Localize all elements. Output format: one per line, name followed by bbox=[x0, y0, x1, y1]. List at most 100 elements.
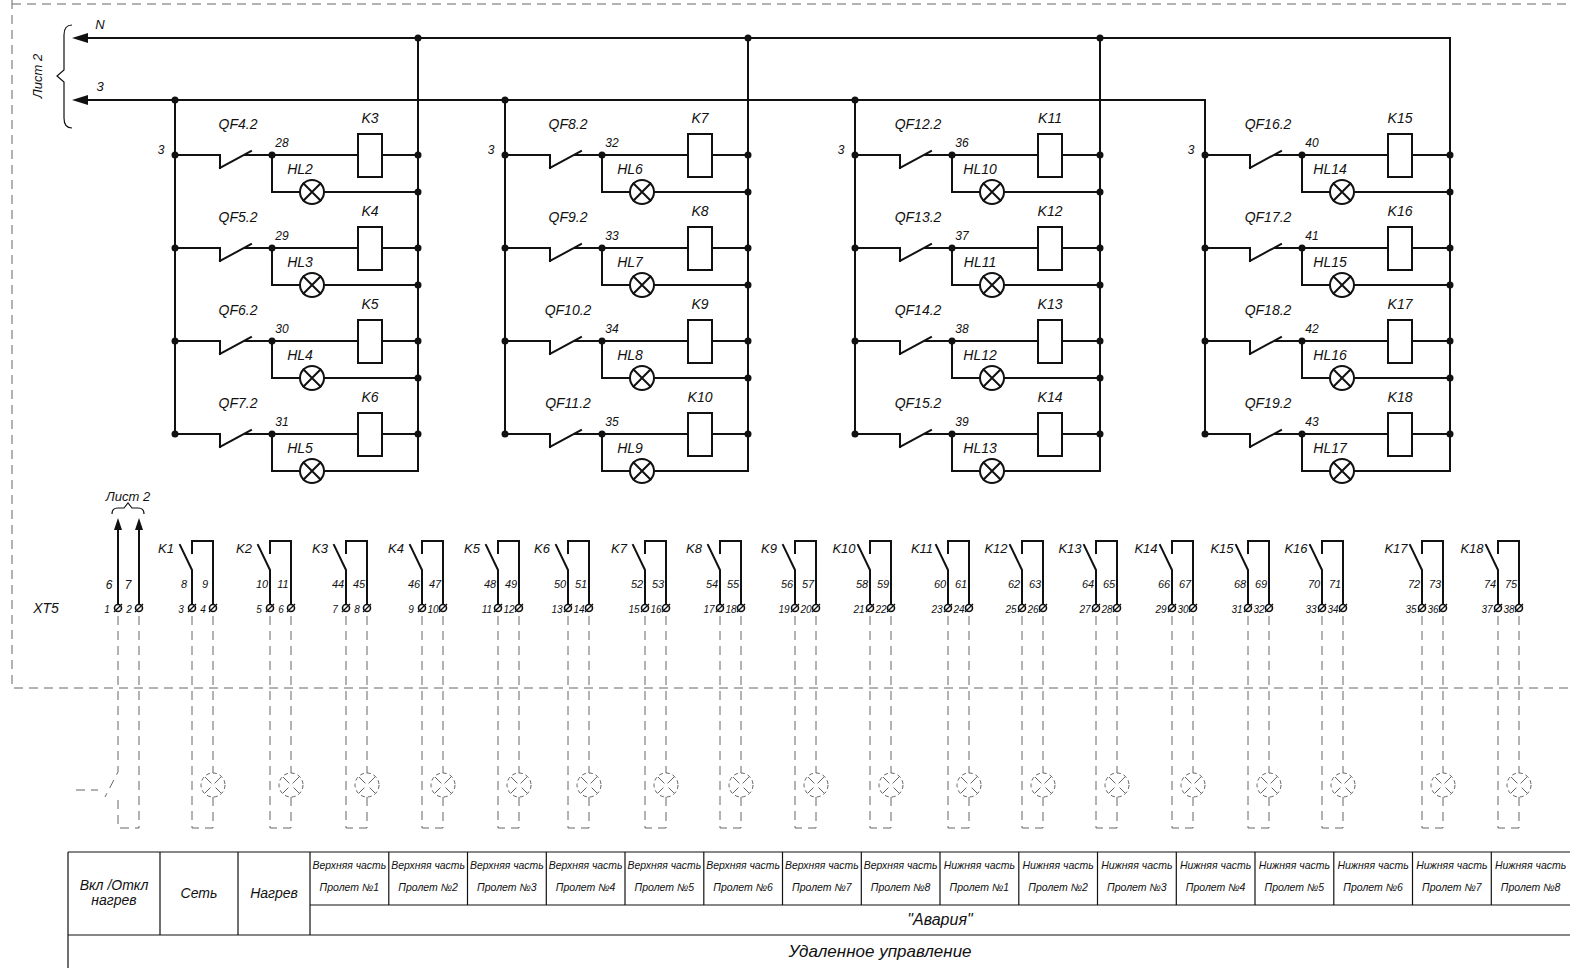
wire bbox=[382, 247, 418, 249]
terminal-symbol bbox=[812, 604, 820, 612]
junction-dot bbox=[502, 338, 509, 345]
sheet-bracket bbox=[57, 25, 72, 128]
wire-number: 43 bbox=[1305, 416, 1318, 429]
relay-coil bbox=[358, 134, 382, 177]
breaker-label: QF10.2 bbox=[545, 303, 592, 318]
lamp-symbol bbox=[300, 459, 324, 483]
lamp-symbol bbox=[984, 370, 1001, 387]
table-cell: Верхняя часть bbox=[628, 861, 702, 872]
terminal-symbol bbox=[136, 605, 143, 612]
relay-contact bbox=[1172, 541, 1193, 604]
relay-contact bbox=[795, 541, 816, 604]
wire-number: 69 bbox=[1255, 579, 1267, 591]
terminal-symbol bbox=[1319, 605, 1326, 612]
lamp-symbol bbox=[634, 277, 651, 294]
lamp-symbol bbox=[300, 366, 324, 390]
table-line bbox=[624, 852, 625, 905]
terminal-number: 38 bbox=[1503, 605, 1514, 616]
relay-label: K13 bbox=[1038, 297, 1063, 312]
wire-number: 30 bbox=[275, 323, 288, 336]
relay-contact bbox=[410, 545, 422, 604]
terminal-symbol bbox=[866, 604, 874, 612]
lamp-symbol bbox=[630, 459, 654, 483]
terminal-number: 20 bbox=[800, 605, 811, 616]
lamp-symbol bbox=[630, 366, 654, 390]
terminal-symbol bbox=[1039, 604, 1047, 612]
external-lamp bbox=[359, 777, 375, 793]
table-line bbox=[1491, 852, 1492, 905]
terminal-symbol bbox=[1419, 605, 1426, 612]
phase-rail bbox=[1204, 100, 1206, 435]
wire bbox=[952, 154, 1038, 156]
junction-dot bbox=[1447, 375, 1454, 382]
terminal-symbol bbox=[641, 604, 649, 612]
neutral-rail bbox=[1099, 38, 1101, 470]
terminal-symbol bbox=[114, 604, 122, 612]
table-cell: Пролет №4 bbox=[1186, 882, 1246, 893]
breaker-contact bbox=[220, 337, 251, 354]
terminal-symbol bbox=[1190, 605, 1197, 612]
wire bbox=[117, 524, 119, 604]
wire bbox=[712, 340, 748, 342]
lamp-symbol bbox=[634, 370, 651, 387]
breaker-contact bbox=[550, 430, 581, 447]
wire bbox=[1354, 377, 1450, 379]
junction-dot bbox=[852, 338, 859, 345]
table-line bbox=[782, 852, 783, 905]
lamp-label: HL10 bbox=[963, 162, 996, 177]
terminal-symbol bbox=[1265, 604, 1273, 612]
breaker-contact bbox=[900, 430, 931, 447]
junction-dot bbox=[415, 282, 422, 289]
arrow-head bbox=[114, 518, 122, 530]
lamp-label: HL16 bbox=[1313, 348, 1346, 363]
junction-dot bbox=[1097, 338, 1104, 345]
junction-dot bbox=[1097, 282, 1104, 289]
terminal-symbol bbox=[585, 604, 593, 612]
breaker-contact bbox=[900, 244, 931, 261]
table-line bbox=[1097, 852, 1098, 905]
wire-number: 47 bbox=[429, 579, 441, 591]
junction-dot bbox=[745, 375, 752, 382]
terminal-symbol bbox=[1018, 604, 1026, 612]
wire bbox=[324, 284, 418, 286]
lamp-label: HL12 bbox=[963, 348, 996, 363]
lamp-symbol bbox=[984, 184, 1001, 201]
wire-number: 63 bbox=[1029, 579, 1041, 591]
terminal-number: 32 bbox=[1253, 605, 1264, 616]
relay-contact-label: K9 bbox=[761, 542, 777, 556]
relay-coil bbox=[688, 134, 712, 177]
lamp-label: HL6 bbox=[617, 162, 643, 177]
terminal-symbol bbox=[267, 605, 274, 612]
external-lamp bbox=[1181, 773, 1205, 797]
table-cell: Нижняя часть bbox=[1180, 860, 1251, 871]
terminal-symbol bbox=[1114, 605, 1121, 612]
wire bbox=[382, 154, 418, 156]
terminal-symbol bbox=[716, 604, 724, 612]
relay-contact bbox=[486, 545, 498, 604]
wire-number: 35 bbox=[605, 416, 618, 429]
wire bbox=[272, 154, 358, 156]
relay-contact bbox=[1410, 545, 1422, 604]
external-lamp bbox=[511, 777, 527, 793]
relay-contact bbox=[948, 541, 969, 604]
terminal-number: 11 bbox=[482, 605, 492, 616]
external-lamp bbox=[1335, 777, 1351, 793]
junction-dot bbox=[415, 152, 422, 159]
breaker-contact bbox=[1205, 434, 1250, 447]
wire-number: 3 bbox=[838, 144, 845, 157]
external-lamp bbox=[961, 777, 977, 793]
wire-number: 55 bbox=[727, 579, 739, 591]
breaker-label: QF18.2 bbox=[1245, 303, 1292, 318]
junction-dot bbox=[172, 97, 179, 104]
relay-label: K6 bbox=[361, 390, 378, 405]
relay-coil bbox=[688, 320, 712, 363]
junction-dot bbox=[269, 245, 276, 252]
junction-dot bbox=[172, 245, 179, 252]
lamp-label: HL3 bbox=[287, 255, 313, 270]
terminal-symbol bbox=[1418, 604, 1426, 612]
wire-number: 33 bbox=[605, 230, 618, 243]
table-cell: Верхняя часть bbox=[470, 861, 544, 872]
phase-rail bbox=[854, 100, 856, 435]
external-lamp bbox=[435, 777, 451, 793]
junction-dot bbox=[1202, 152, 1209, 159]
